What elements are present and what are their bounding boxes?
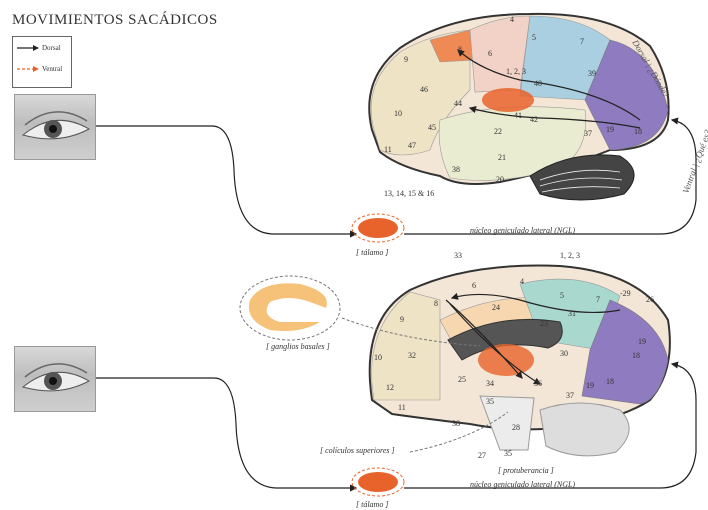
area-label: 21 [498,153,506,162]
area-label: 8 [434,299,438,308]
area-label: 12 [386,383,394,392]
ngl-label-bottom: núcleo geniculado lateral (NGL) [470,480,575,489]
area-label: 35 [486,397,494,406]
area-label: 20 [496,175,504,184]
area-label: 8 [458,45,462,54]
area-label: 36 [534,379,542,388]
thalamus-label-top: [ tálamo ] [356,248,388,257]
area-label: 6 [472,281,476,290]
area-label: 32 [408,351,416,360]
thalamus-bottom [358,472,398,492]
footnote-areas: 13, 14, 15 & 16 [384,189,434,198]
medial-frontal-region [372,292,440,400]
area-label: 27 [478,451,486,460]
area-label: 45 [428,123,436,132]
area-label: 42 [530,115,538,124]
area-label: 18 [632,351,640,360]
area-label: 28 [512,423,520,432]
area-label: 33 [454,251,462,260]
thalamus-label-bottom: [ tálamo ] [356,500,388,509]
area-label: 44 [454,99,462,108]
cerebellum-bottom [540,403,629,456]
area-label: 25 [458,375,466,384]
area-label: 9 [404,55,408,64]
area-label: 35 [504,449,512,458]
area-label: 40 [534,79,542,88]
ngl-label-top: núcleo geniculado lateral (NGL) [470,226,575,235]
area-label: 11 [384,145,392,154]
area-label: 4 [510,15,514,24]
area-label: 26 [646,295,654,304]
area-label: 7 [596,295,600,304]
area-label: 23 [540,319,548,328]
area-label: 19 [606,125,614,134]
thalamus-top [358,218,398,238]
area-label: 5 [560,291,564,300]
area-label: 38 [452,419,460,428]
pathway-eye-bottom [96,378,356,488]
area-label: 5 [532,33,536,42]
ventral-side-label: Ventral | ¿Qué es? [680,128,708,195]
area-label: 38 [452,165,460,174]
area-label: 34 [486,379,494,388]
area-label: 7 [580,37,584,46]
area-label: 10 [374,353,382,362]
area-label: 4 [520,277,524,286]
area-label: 1, 2, 3 [506,67,526,76]
area-label: 31 [568,309,576,318]
pons-label: [ protuberancia ] [498,466,554,475]
area-label: 37 [566,391,574,400]
area-label: 41 [514,111,522,120]
basal-ganglia [249,283,327,331]
colliculi-label: [ colículos superiores ] [320,446,395,455]
area-label: 46 [420,85,428,94]
area-label: 9 [400,315,404,324]
brain-lateral [369,14,668,200]
area-label: 47 [408,141,416,150]
area-label: 24 [492,303,500,312]
area-label: 39 [588,69,596,78]
area-label: 10 [394,109,402,118]
area-label: 18 [606,377,614,386]
area-label: 6 [488,49,492,58]
area-label: 19 [638,337,646,346]
basal-ganglia-label: [ ganglios basales ] [266,342,330,351]
area-label: 18 [634,127,642,136]
area-label: 37 [584,129,592,138]
area-label: 19 [586,381,594,390]
area-label: 22 [494,127,502,136]
area-label: -29 [620,289,631,298]
area-label: 11 [398,403,406,412]
area-label: 30 [560,349,568,358]
thalamus-projection-top [482,88,534,112]
area-label: 1, 2, 3 [560,251,580,260]
pathway-eye-top [96,126,356,234]
